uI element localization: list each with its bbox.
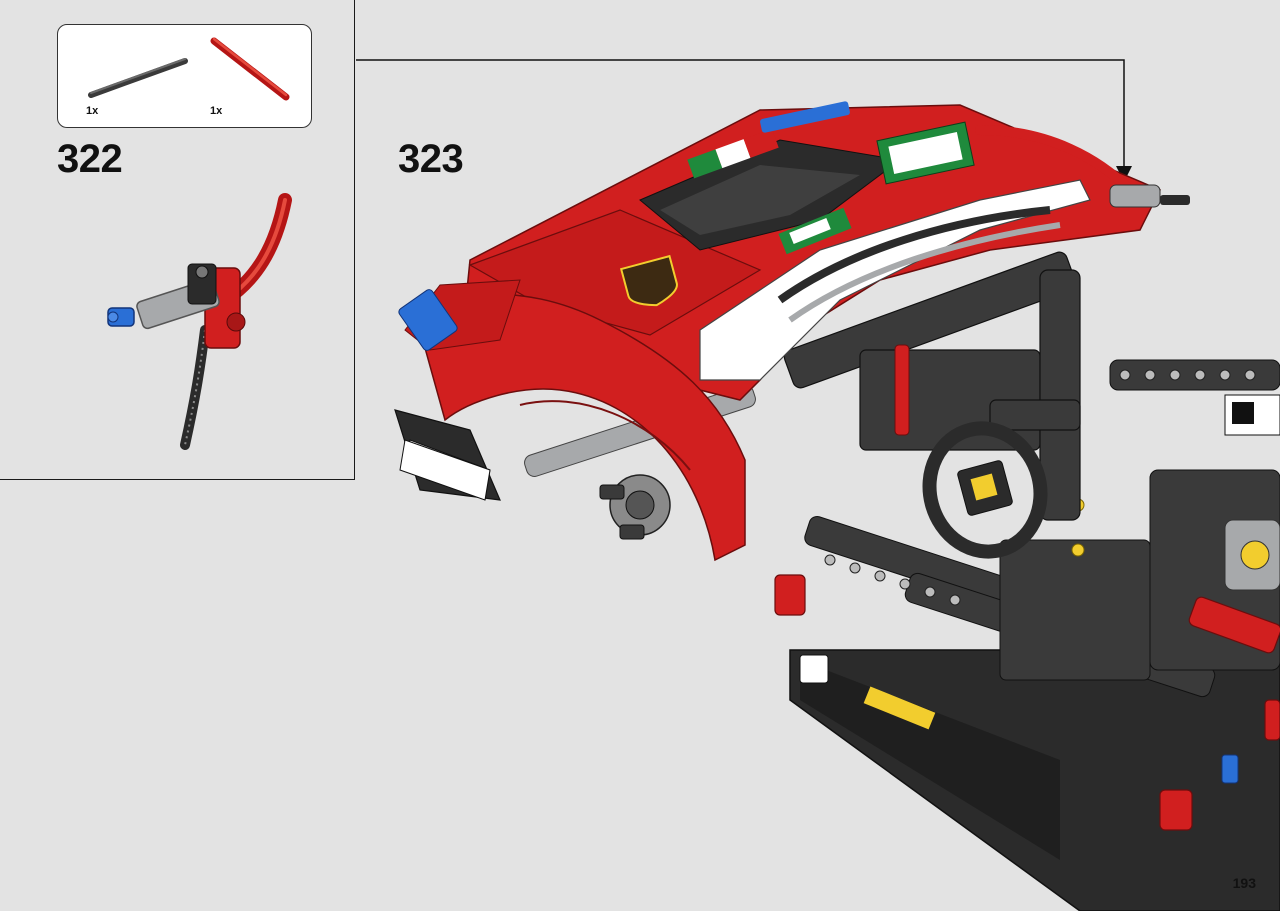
step-322-panel: 1x 1x 322 (0, 0, 355, 480)
step-number-322: 322 (57, 137, 123, 181)
part-quantity-2: 1x (210, 105, 223, 117)
subassembly-illustration (107, 193, 292, 450)
page-number: 193 (1232, 875, 1256, 891)
dark-grey-axle-part (88, 58, 188, 98)
step-number-323: 323 (398, 137, 464, 181)
part-quantity-1: 1x (86, 105, 99, 117)
parts-callout: 1x 1x (57, 24, 312, 128)
red-axle-part (210, 37, 290, 101)
steering-wheel (922, 421, 1048, 559)
